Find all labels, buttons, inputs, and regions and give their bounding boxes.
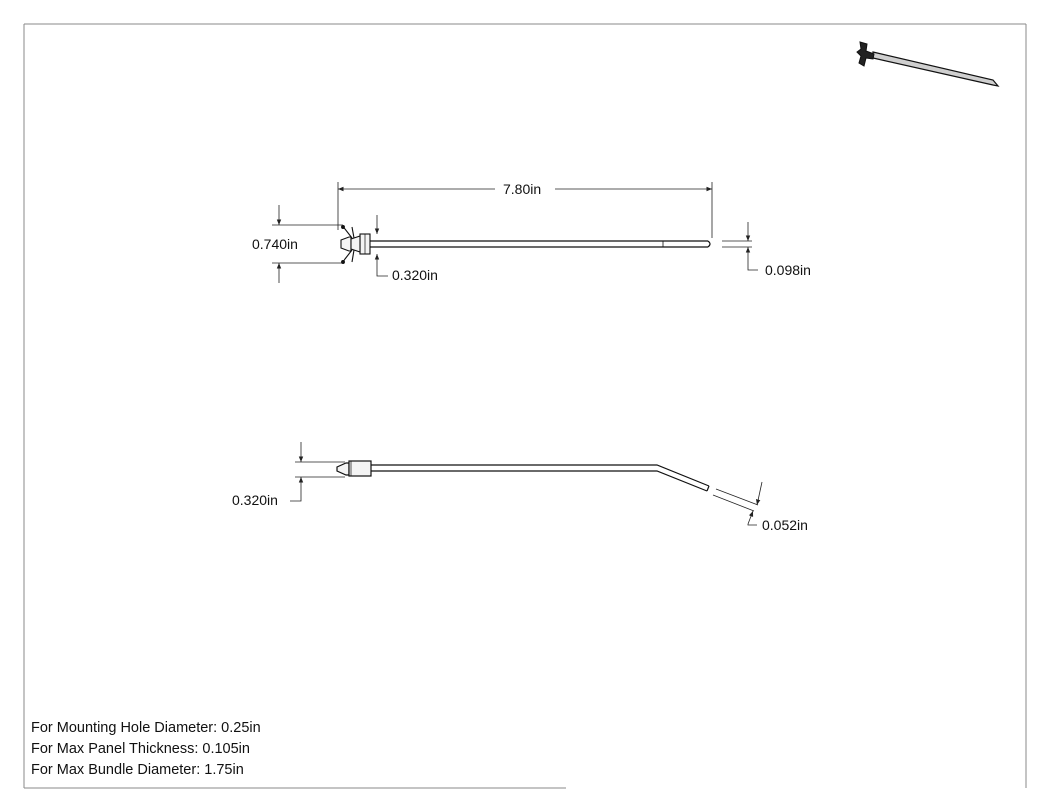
top-view (340, 225, 711, 264)
note-bundle-diameter: For Max Bundle Diameter: 1.75in (31, 762, 244, 778)
dim-length (337, 182, 713, 238)
side-view-head (336, 460, 372, 477)
side-strap-thickness-label: 0.052in (762, 517, 808, 533)
top-view-head (340, 225, 371, 264)
side-view (336, 460, 710, 492)
note-mounting-hole: For Mounting Hole Diameter: 0.25in (31, 720, 261, 736)
strap-thickness-label: 0.098in (765, 262, 811, 278)
dim-side-strap-thickness (712, 481, 763, 526)
sheet-border (23, 23, 1027, 789)
side-head-width-label: 0.320in (232, 492, 278, 508)
dim-head-width (374, 215, 388, 277)
side-view-strap (371, 464, 710, 492)
head-width-label: 0.320in (392, 267, 438, 283)
top-view-strap (370, 240, 711, 248)
head-height-label: 0.740in (252, 236, 298, 252)
note-panel-thickness: For Max Panel Thickness: 0.105in (31, 741, 250, 757)
dim-strap-thickness (722, 222, 758, 271)
dim-head-height (272, 205, 343, 283)
dim-side-head-width (290, 442, 345, 502)
length-label: 7.80in (503, 181, 542, 197)
isometric-view (856, 41, 1000, 87)
